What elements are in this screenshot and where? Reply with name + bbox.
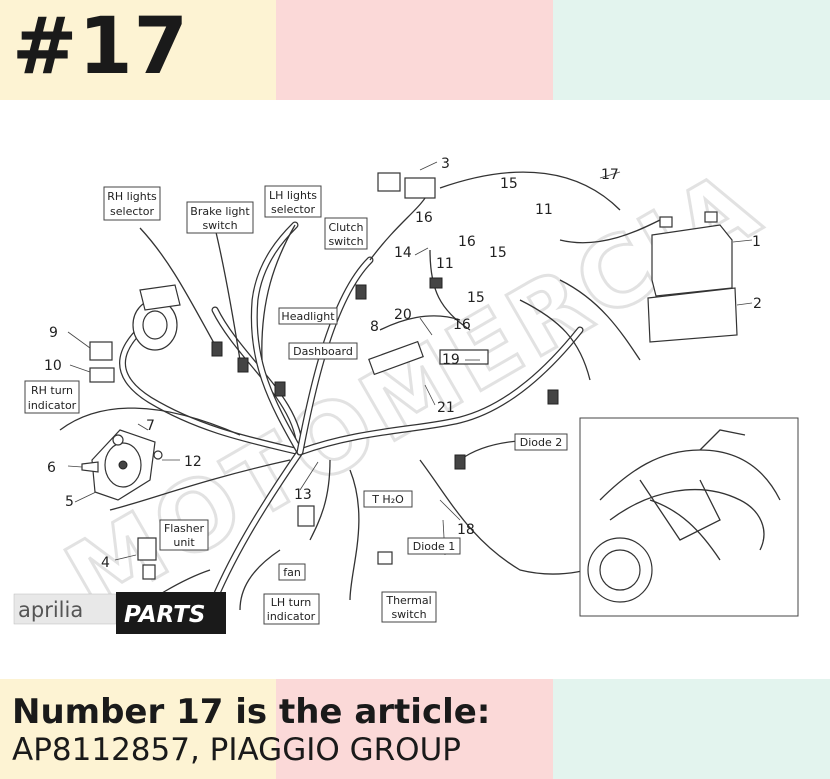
wires (59, 171, 661, 621)
callout-5: 5 (65, 494, 74, 510)
label-lh-turn-indicator: LH turn indicator (263, 593, 320, 625)
callout-13: 13 (294, 487, 312, 503)
svg-text:Diode 1: Diode 1 (413, 540, 456, 553)
svg-text:switch: switch (391, 608, 426, 621)
callout-12: 12 (184, 454, 202, 470)
svg-text:indicator: indicator (267, 610, 316, 623)
item-number-badge: #17 (12, 2, 189, 92)
callout-17: 17 (601, 167, 619, 183)
header-band (0, 0, 830, 100)
callout-8: 8 (370, 319, 379, 335)
band-mint-bottom (553, 679, 830, 779)
svg-text:selector: selector (110, 205, 154, 218)
svg-text:Flasher: Flasher (164, 522, 205, 535)
callout-7: 7 (146, 418, 155, 434)
callout-14: 14 (394, 245, 412, 261)
svg-text:Clutch: Clutch (328, 221, 363, 234)
label-t-h2o: T H₂O (363, 490, 413, 508)
bike-inset (579, 417, 799, 617)
callout-2: 2 (753, 296, 762, 312)
svg-text:aprilia: aprilia (18, 598, 83, 622)
label-flasher-unit: Flasher unit (159, 519, 209, 551)
callout-1: 1 (752, 234, 761, 250)
svg-text:RH lights: RH lights (107, 190, 157, 203)
svg-text:Thermal: Thermal (385, 594, 431, 607)
label-diode-1: Diode 1 (407, 537, 461, 555)
callout-11b: 11 (436, 256, 454, 272)
callout-15b: 15 (489, 245, 507, 261)
svg-text:Dashboard: Dashboard (293, 345, 353, 358)
svg-text:indicator: indicator (28, 399, 77, 412)
callout-9: 9 (49, 325, 58, 341)
svg-text:switch: switch (328, 235, 363, 248)
callout-3: 3 (441, 156, 450, 172)
label-thermal-switch: Thermal switch (381, 591, 437, 623)
components (81, 172, 738, 580)
callout-10: 10 (44, 358, 62, 374)
label-diode-2: Diode 2 (514, 433, 568, 451)
caption-article: AP8112857, PIAGGIO GROUP (12, 732, 461, 768)
caption-title: Number 17 is the article: (12, 692, 491, 732)
label-lh-lights-selector: LH lights selector (264, 185, 322, 218)
callout-21: 21 (437, 400, 455, 416)
callout-20: 20 (394, 307, 412, 323)
callout-numbers: 1 2 3 4 5 6 7 8 9 10 11 11 12 13 14 15 1… (44, 156, 762, 571)
callout-18: 18 (457, 522, 475, 538)
band-mint (553, 0, 830, 100)
band-pink (276, 0, 553, 100)
callout-16a: 16 (415, 210, 433, 226)
svg-text:PARTS: PARTS (124, 602, 205, 628)
band-pink-bottom (276, 679, 553, 779)
callout-16c: 16 (453, 317, 471, 333)
svg-text:Brake light: Brake light (190, 205, 250, 218)
callout-16b: 16 (458, 234, 476, 250)
label-clutch-switch: Clutch switch (324, 217, 368, 250)
svg-text:Headlight: Headlight (281, 310, 335, 323)
harness-trunk (119, 221, 584, 614)
svg-text:RH turn: RH turn (31, 384, 73, 397)
label-dashboard: Dashboard (288, 342, 358, 360)
label-headlight: Headlight (278, 307, 338, 325)
callout-4: 4 (101, 555, 110, 571)
callout-15c: 15 (467, 290, 485, 306)
svg-text:T H₂O: T H₂O (371, 493, 404, 506)
label-brake-light-switch: Brake light switch (186, 201, 254, 234)
wiring-diagram: MOTOMERCIA (13, 146, 799, 636)
label-rh-turn-indicator: RH turn indicator (24, 380, 80, 414)
callout-6: 6 (47, 460, 56, 476)
band-yellow-bottom (0, 679, 276, 779)
svg-text:unit: unit (173, 536, 195, 549)
callout-15a: 15 (500, 176, 518, 192)
svg-text:LH turn: LH turn (271, 596, 312, 609)
callout-11a: 11 (535, 202, 553, 218)
label-rh-lights-selector: RH lights selector (103, 186, 161, 221)
label-fan: fan (278, 563, 306, 581)
svg-text:LH lights: LH lights (269, 189, 317, 202)
band-yellow (0, 0, 276, 100)
aprilia-parts-logo: aprilia PARTS (13, 592, 226, 634)
svg-text:selector: selector (271, 203, 315, 216)
callout-19: 19 (442, 352, 460, 368)
svg-text:Diode 2: Diode 2 (520, 436, 563, 449)
svg-text:switch: switch (202, 219, 237, 232)
svg-text:fan: fan (283, 566, 301, 579)
footer-band (0, 679, 830, 779)
